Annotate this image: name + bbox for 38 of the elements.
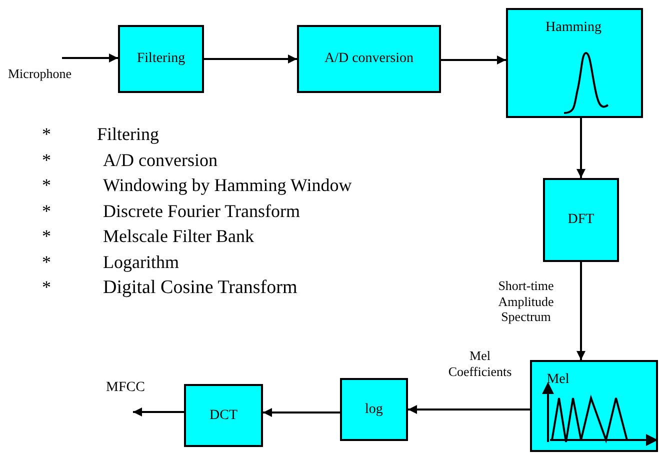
arrow [441, 56, 506, 64]
list-item: Digital Cosine Transform [103, 277, 298, 299]
bullet-marker: * [42, 252, 51, 272]
box-label: log [365, 402, 383, 418]
arrow [576, 262, 586, 360]
process-box [543, 178, 619, 262]
process-box [297, 25, 441, 93]
list-item: Melscale Filter Bank [103, 226, 254, 247]
signal-label: MFCC [106, 380, 145, 396]
process-box [506, 8, 643, 118]
process-box [530, 360, 658, 452]
list-item: Windowing by Hamming Window [103, 175, 352, 196]
bullet-marker: * [42, 200, 51, 222]
box-label: DFT [568, 212, 594, 228]
arrow [204, 54, 297, 64]
bullet-marker: * [42, 150, 51, 170]
signal-label: Microphone [8, 66, 72, 82]
arrow [408, 405, 530, 414]
bullet-marker: * [42, 277, 51, 298]
list-item: A/D conversion [103, 150, 218, 170]
list-item: Logarithm [103, 252, 179, 272]
list-item: Discrete Fourier Transform [103, 200, 300, 222]
box-label: Mel [546, 372, 570, 388]
arrow [62, 54, 118, 62]
bullet-marker: * [42, 124, 51, 145]
box-label: A/D conversion [324, 51, 414, 67]
process-box [184, 384, 263, 447]
process-box [340, 378, 408, 441]
arrow [576, 118, 586, 178]
list-item: Filtering [97, 124, 159, 145]
process-box [118, 25, 204, 93]
bullet-marker: * [42, 226, 51, 247]
box-label: Hamming [546, 20, 602, 36]
arrow [263, 408, 340, 417]
arrow [133, 408, 184, 416]
box-label: Filtering [136, 51, 186, 67]
box-label: DCT [210, 408, 238, 424]
bullet-marker: * [42, 175, 51, 196]
